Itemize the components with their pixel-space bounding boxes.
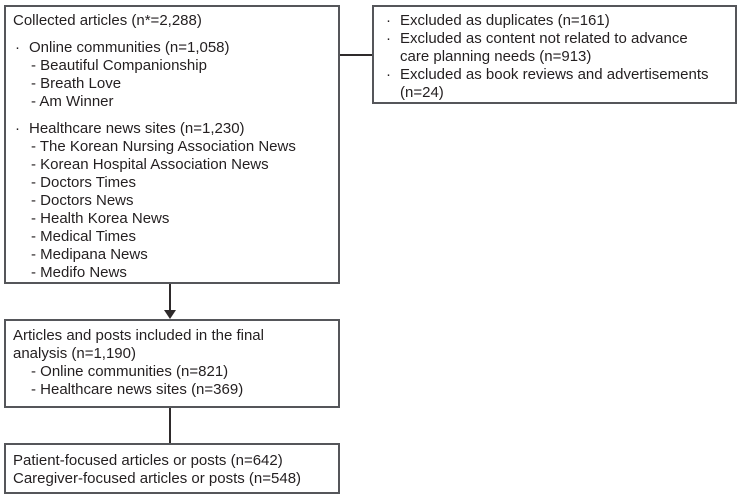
arrow-down-icon	[164, 310, 176, 319]
list-item: - The Korean Nursing Association News	[31, 138, 296, 155]
group-heading-row: · Online communities (n=1,058)	[13, 39, 332, 57]
list-item: - Medifo News	[31, 264, 127, 281]
excluded-item: · Excluded as content not related to adv…	[384, 30, 729, 66]
excluded-box: · Excluded as duplicates (n=161) · Exclu…	[372, 5, 737, 104]
excluded-item-text: Excluded as content not related to advan…	[400, 30, 688, 65]
list-item: - Medical Times	[31, 228, 137, 245]
connector-collected-to-included	[169, 284, 171, 311]
list-item: - Korean Hospital Association News	[31, 156, 269, 173]
group-heading-label: Healthcare news sites (n=1,230)	[29, 120, 245, 137]
bullet-dot: ·	[386, 66, 391, 83]
list-item: - Am Winner	[31, 93, 114, 110]
list-item: - Medipana News	[31, 246, 148, 263]
list-item: - Healthcare news sites (n=369)	[31, 381, 244, 398]
connector-collected-to-excluded	[340, 54, 372, 56]
included-box: Articles and posts included in the final…	[4, 319, 340, 408]
online-communities-group: · Online communities (n=1,058) - Beautif…	[13, 39, 332, 111]
included-box-title-line: Articles and posts included in the final	[13, 327, 264, 344]
bullet-dot: ·	[15, 39, 20, 56]
connector-included-to-focus	[169, 408, 171, 443]
excluded-item-text: Excluded as book reviews and advertiseme…	[400, 66, 709, 101]
bullet-dot: ·	[15, 120, 20, 137]
list-item: - Doctors Times	[31, 174, 137, 191]
included-box-title-line: analysis (n=1,190)	[13, 345, 136, 362]
bullet-dot: ·	[386, 30, 391, 47]
focus-box-line: Patient-focused articles or posts (n=642…	[13, 452, 283, 469]
list-item: - Health Korea News	[31, 210, 170, 227]
group-heading-label: Online communities (n=1,058)	[29, 39, 230, 56]
list-item: - Beautiful Companionship	[31, 57, 207, 74]
focus-box: Patient-focused articles or posts (n=642…	[4, 443, 340, 494]
list-item: - Breath Love	[31, 75, 122, 92]
healthcare-news-group: · Healthcare news sites (n=1,230) - The …	[13, 120, 332, 282]
collected-articles-box: Collected articles (n*=2,288) · Online c…	[4, 5, 340, 284]
excluded-item: · Excluded as duplicates (n=161)	[384, 12, 729, 30]
bullet-dot: ·	[386, 12, 391, 29]
excluded-item-text: Excluded as duplicates (n=161)	[400, 12, 610, 29]
list-item: - Online communities (n=821)	[31, 363, 229, 380]
focus-box-line: Caregiver-focused articles or posts (n=5…	[13, 470, 302, 487]
group-heading-row: · Healthcare news sites (n=1,230)	[13, 120, 332, 138]
excluded-item: · Excluded as book reviews and advertise…	[384, 66, 729, 102]
list-item: - Doctors News	[31, 192, 134, 209]
collected-box-title: Collected articles (n*=2,288)	[13, 12, 202, 29]
